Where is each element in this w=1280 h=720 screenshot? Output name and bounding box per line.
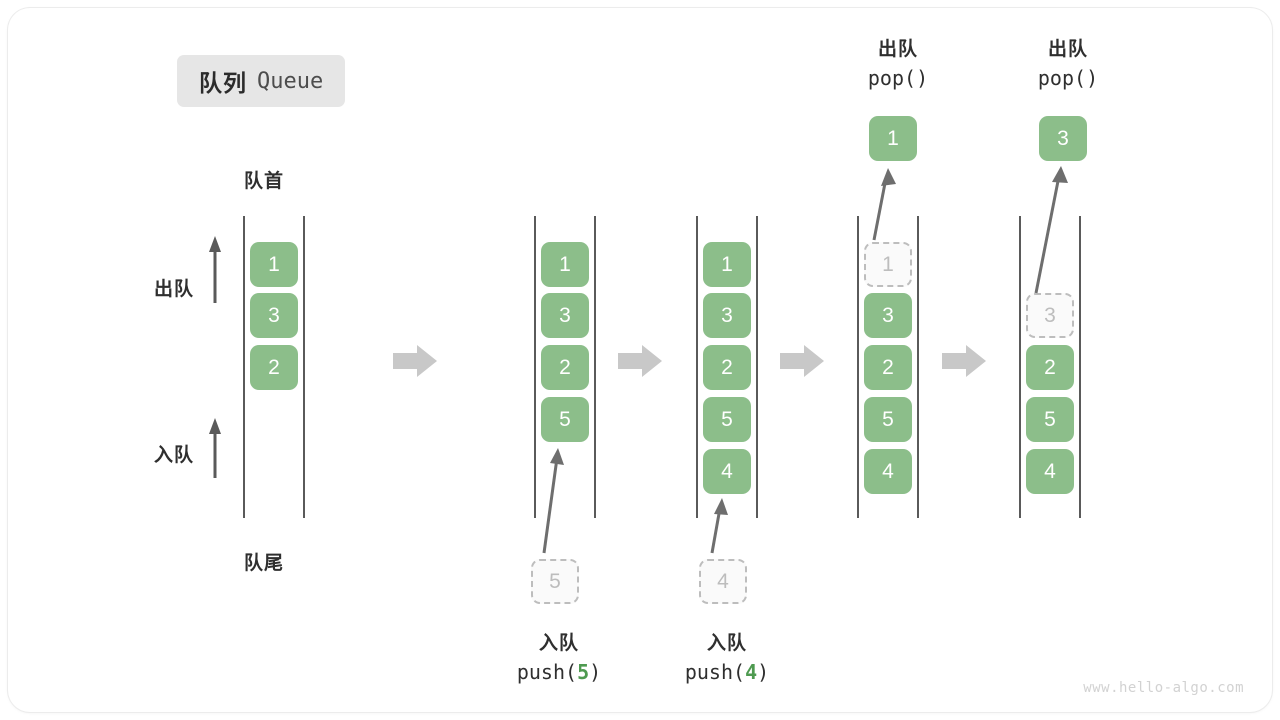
title-badge: 队列 Queue [177, 55, 346, 107]
call-prefix: pop( [1037, 65, 1087, 90]
queue-cell: 3 [703, 293, 751, 338]
operation-label-push-5: 入队 push(5) [469, 630, 649, 687]
incoming-ghost-cell: 4 [699, 559, 747, 604]
operation-label-pop-3: 出队 pop() [978, 36, 1158, 93]
label-enqueue: 入队 [154, 445, 195, 466]
queue-stage-initial: 1 3 2 [243, 216, 305, 518]
operation-label-cn: 入队 [706, 633, 747, 654]
queue-cell: 5 [864, 397, 912, 442]
call-prefix: pop( [867, 65, 917, 90]
operation-label-cn: 出队 [1047, 39, 1088, 60]
operation-label-call: pop() [978, 64, 1158, 93]
separator-arrow-icon [942, 345, 986, 377]
call-suffix: ) [589, 659, 602, 684]
operation-label-pop-1: 出队 pop() [808, 36, 988, 93]
queue-cell: 2 [703, 345, 751, 390]
queue-cell: 1 [703, 242, 751, 287]
queue-stage-after-pop-1: 1 3 2 5 4 [857, 216, 919, 518]
separator-arrow-icon [780, 345, 824, 377]
queue-cell: 1 [250, 242, 298, 287]
queue-rail-right [1079, 216, 1081, 518]
queue-cell: 5 [541, 397, 589, 442]
queue-rail-left [696, 216, 698, 518]
arrows-layer [209, 166, 1068, 554]
enqueue-direction-arrow-icon [209, 418, 221, 478]
call-prefix: push( [516, 659, 578, 684]
call-arg: 5 [577, 659, 590, 684]
queue-rail-left [534, 216, 536, 518]
queue-cell: 4 [1026, 449, 1074, 494]
queue-rail-right [303, 216, 305, 518]
call-suffix: ) [1086, 65, 1099, 90]
queue-cell-ghost: 3 [1026, 293, 1074, 338]
queue-cell: 3 [864, 293, 912, 338]
label-rear: 队尾 [244, 553, 285, 574]
queue-cell: 2 [250, 345, 298, 390]
queue-cell: 3 [250, 293, 298, 338]
call-suffix: ) [916, 65, 929, 90]
operation-label-call: push(5) [469, 658, 649, 687]
queue-cell: 3 [541, 293, 589, 338]
call-prefix: push( [684, 659, 746, 684]
title-en: Queue [257, 68, 324, 94]
operation-label-call: pop() [808, 64, 988, 93]
call-arg: 4 [745, 659, 758, 684]
dequeue-direction-arrow-icon [209, 236, 221, 303]
title-cn: 队列 [199, 70, 247, 96]
call-suffix: ) [757, 659, 770, 684]
queue-rail-right [917, 216, 919, 518]
diagram-card: 队列 Queue 队首 队尾 出队 入队 1 3 2 1 3 2 5 5 入队 … [8, 8, 1272, 712]
label-dequeue: 出队 [154, 279, 195, 300]
queue-rail-left [243, 216, 245, 518]
queue-stage-after-push-5: 1 3 2 5 [534, 216, 596, 518]
queue-rail-left [1019, 216, 1021, 518]
queue-stage-after-push-4: 1 3 2 5 4 [696, 216, 758, 518]
queue-cell: 1 [541, 242, 589, 287]
queue-cell: 5 [1026, 397, 1074, 442]
queue-rail-left [857, 216, 859, 518]
popped-cell: 1 [869, 116, 917, 161]
operation-label-cn: 入队 [538, 633, 579, 654]
watermark: www.hello-algo.com [1083, 680, 1244, 696]
queue-cell: 2 [541, 345, 589, 390]
queue-stage-after-pop-3: 3 2 5 4 [1019, 216, 1081, 518]
queue-cell: 4 [703, 449, 751, 494]
queue-cell: 2 [864, 345, 912, 390]
operation-label-push-4: 入队 push(4) [637, 630, 817, 687]
queue-cell: 5 [703, 397, 751, 442]
queue-cell: 2 [1026, 345, 1074, 390]
queue-rail-right [594, 216, 596, 518]
operation-label-call: push(4) [637, 658, 817, 687]
queue-cell: 4 [864, 449, 912, 494]
separator-arrow-icon [618, 345, 662, 377]
operation-label-cn: 出队 [877, 39, 918, 60]
separator-arrow-icon [393, 345, 437, 377]
incoming-ghost-cell: 5 [531, 559, 579, 604]
queue-cell-ghost: 1 [864, 242, 912, 287]
label-front: 队首 [244, 171, 285, 192]
queue-rail-right [756, 216, 758, 518]
popped-cell: 3 [1039, 116, 1087, 161]
